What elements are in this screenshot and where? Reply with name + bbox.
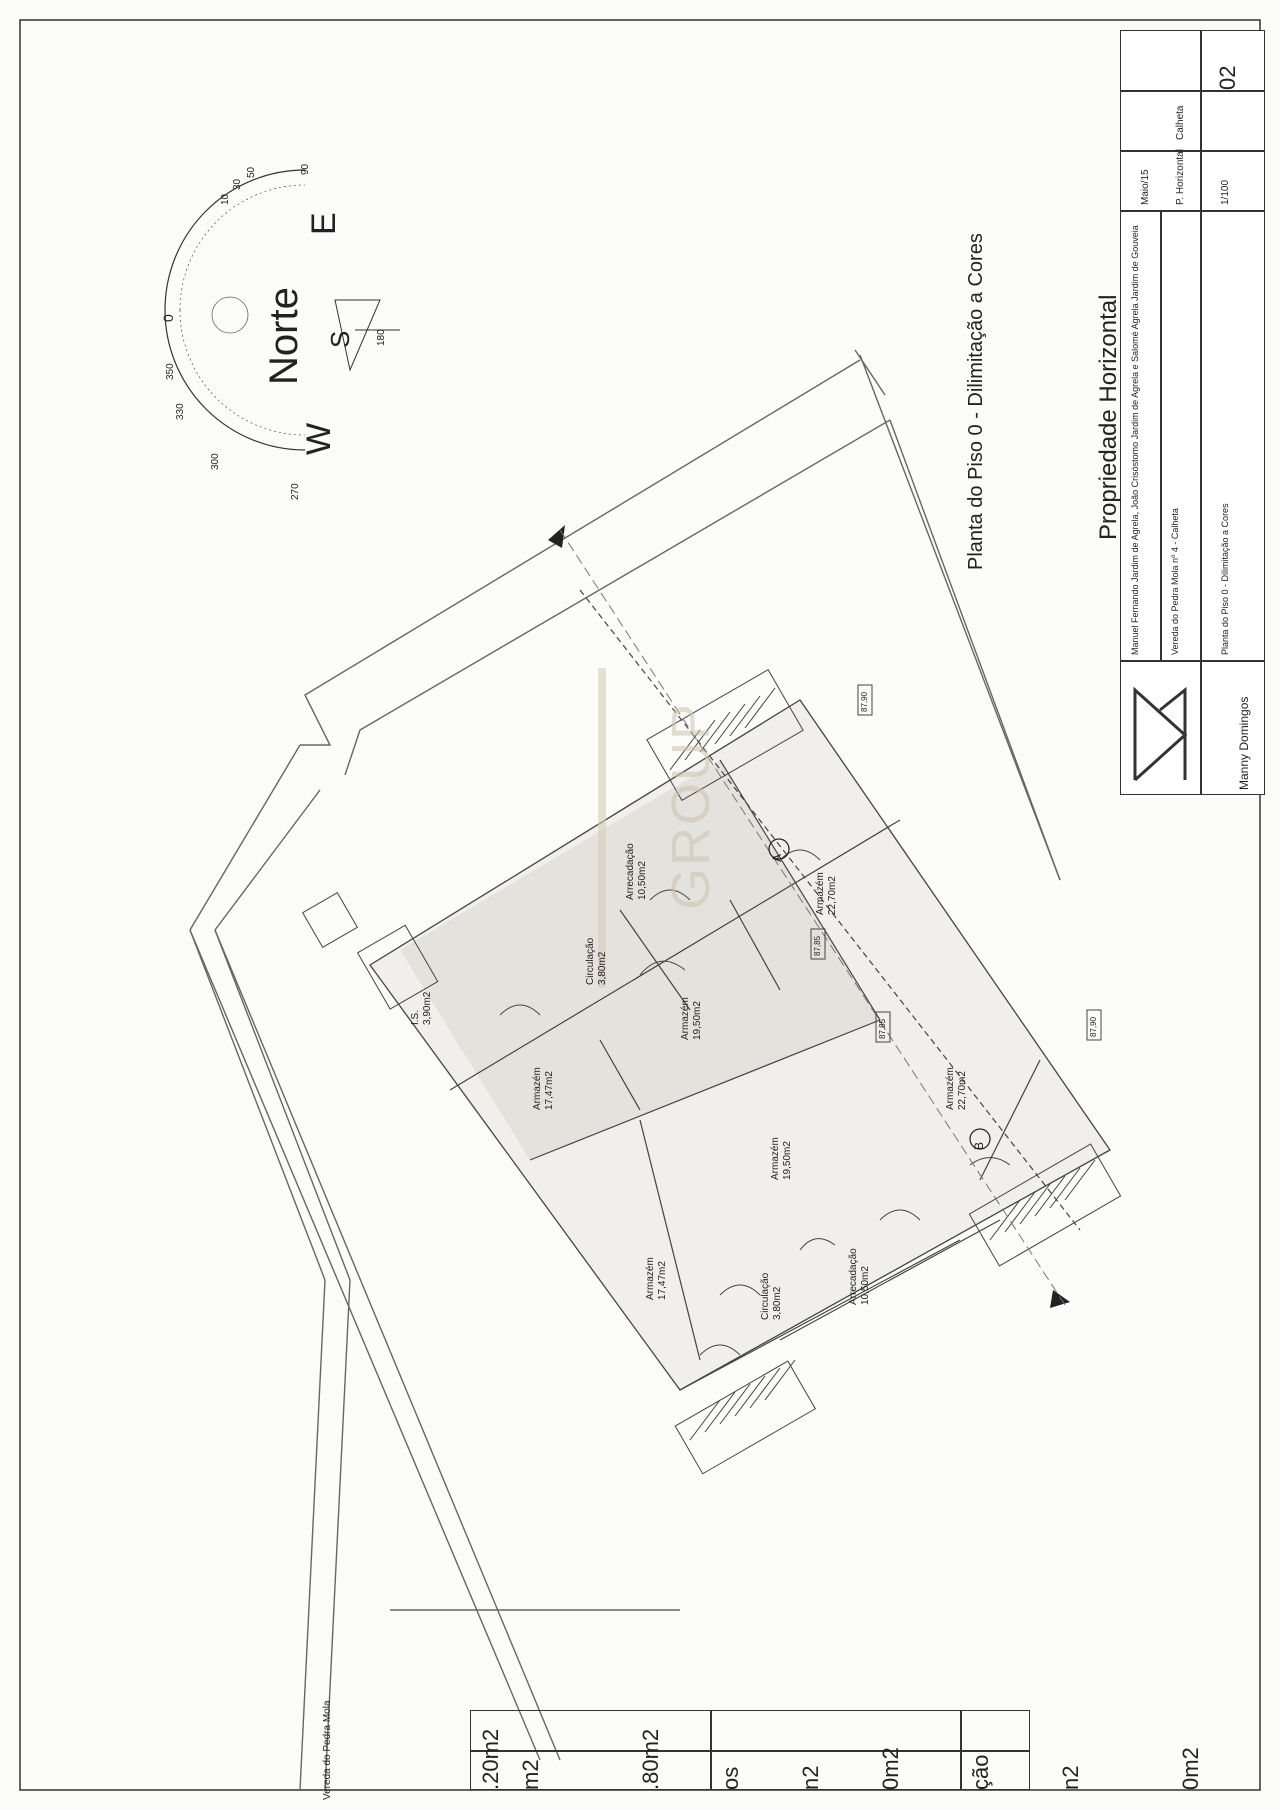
table-cell: m2: [518, 1759, 543, 1790]
title-block-main-title: Propriedade Horizontal: [1095, 294, 1122, 540]
compass-tick-330: 330: [175, 403, 186, 420]
level-boxes: [810, 684, 1102, 1043]
room-area: 10,50m2: [860, 1266, 871, 1305]
room-label: Arrecadação: [625, 843, 636, 900]
table-cell: 0m2: [878, 1747, 903, 1790]
compass-tick-10: 10: [220, 193, 231, 205]
level-label: 87,90: [860, 691, 869, 712]
compass-tick-50: 50: [246, 166, 257, 178]
watermark-text: GROUP: [661, 701, 721, 910]
compass-zero-label: 0: [160, 314, 176, 322]
room-label: Armazém: [645, 1257, 656, 1300]
interior-walls: [449, 589, 1081, 1391]
title-block-owners: Manuel Fernando Jardim de Agrela, João C…: [1130, 225, 1140, 655]
table-cell: n2: [1058, 1765, 1083, 1790]
architect-logo: [1133, 686, 1188, 782]
room-label: Armazém: [532, 1067, 543, 1110]
compass-east-label: E: [305, 212, 343, 235]
table-cell: os: [718, 1766, 743, 1790]
title-block-sheet-number: 02: [1215, 65, 1240, 90]
table-cell: n2: [798, 1765, 823, 1790]
title-block-location: Vereda do Pedra Mola nº 4 - Calheta: [1170, 508, 1180, 655]
section-line: [559, 529, 1066, 1306]
room-label: Armazém: [680, 997, 691, 1040]
watermark-bar: [598, 668, 606, 988]
room-label: Circulação: [760, 1272, 771, 1320]
compass-tick-300: 300: [210, 453, 221, 470]
stairs: [356, 669, 1122, 1475]
compass-tick-30: 30: [232, 178, 243, 190]
table-cell: .20m2: [478, 1728, 503, 1790]
title-block-municipality: Calheta: [1175, 105, 1186, 140]
room-area: 3,80m2: [597, 951, 608, 985]
room-area: 3,90m2: [422, 991, 433, 1025]
room-area: 22,70m2: [957, 1071, 968, 1110]
room-area: 19,50m2: [692, 1001, 703, 1040]
compass-180-label: 180: [376, 329, 387, 346]
room-area: 19,50m2: [782, 1141, 793, 1180]
compass-north-label: Norte: [262, 287, 306, 385]
table-cell: 0m2: [1178, 1747, 1203, 1790]
page-frame: [19, 19, 1261, 1791]
room-label: Armazém: [945, 1067, 956, 1110]
compass-tick-90: 90: [300, 163, 311, 175]
unit-shading: [400, 760, 880, 1160]
compass-rose: [164, 169, 400, 451]
compass-west-label: W: [300, 422, 338, 455]
site-outline: [189, 349, 1061, 1791]
title-block-phase: P. Horizontal: [1175, 149, 1186, 205]
unit-b-label: B: [972, 1141, 986, 1150]
room-label: I.S.: [410, 1009, 421, 1025]
compass-tick-350: 350: [165, 363, 176, 380]
room-area: 3,80m2: [772, 1286, 783, 1320]
room-label: Armazém: [770, 1137, 781, 1180]
room-label: Armazém: [815, 872, 826, 915]
title-block-sheet-title: Planta do Piso 0 - Dilimitação a Cores: [1220, 503, 1230, 655]
outbuilding: [301, 891, 359, 949]
room-label: Arrecadação: [848, 1248, 859, 1305]
unit-a-label: A: [770, 853, 784, 862]
street-label: Vereda do Pedra Mola: [322, 1700, 333, 1800]
compass-south-label: S: [325, 330, 355, 348]
room-area: 10,50m2: [637, 861, 648, 900]
unit-circles: [768, 838, 991, 1150]
title-block-frame: [1120, 30, 1265, 795]
level-label: 87,90: [1089, 1016, 1098, 1037]
room-label: Circulação: [585, 937, 596, 985]
door-swings: [499, 849, 1011, 1356]
drawing-title: Planta do Piso 0 - Dilimitação a Cores: [965, 233, 987, 570]
level-label: 87,85: [813, 935, 822, 956]
table-cell: .80m2: [638, 1728, 663, 1790]
room-area: 17,47m2: [657, 1261, 668, 1300]
table-cell: ção: [968, 1754, 993, 1790]
level-label: 87,85: [878, 1018, 887, 1039]
title-block-date: Maio/15: [1140, 169, 1151, 205]
room-area: 17,47m2: [544, 1071, 555, 1110]
room-area: 22,70m2: [827, 876, 838, 915]
title-block-author: Manny Domingos: [1237, 696, 1251, 790]
compass-tick-270: 270: [290, 483, 301, 500]
title-block-scale: 1/100: [1220, 179, 1231, 205]
